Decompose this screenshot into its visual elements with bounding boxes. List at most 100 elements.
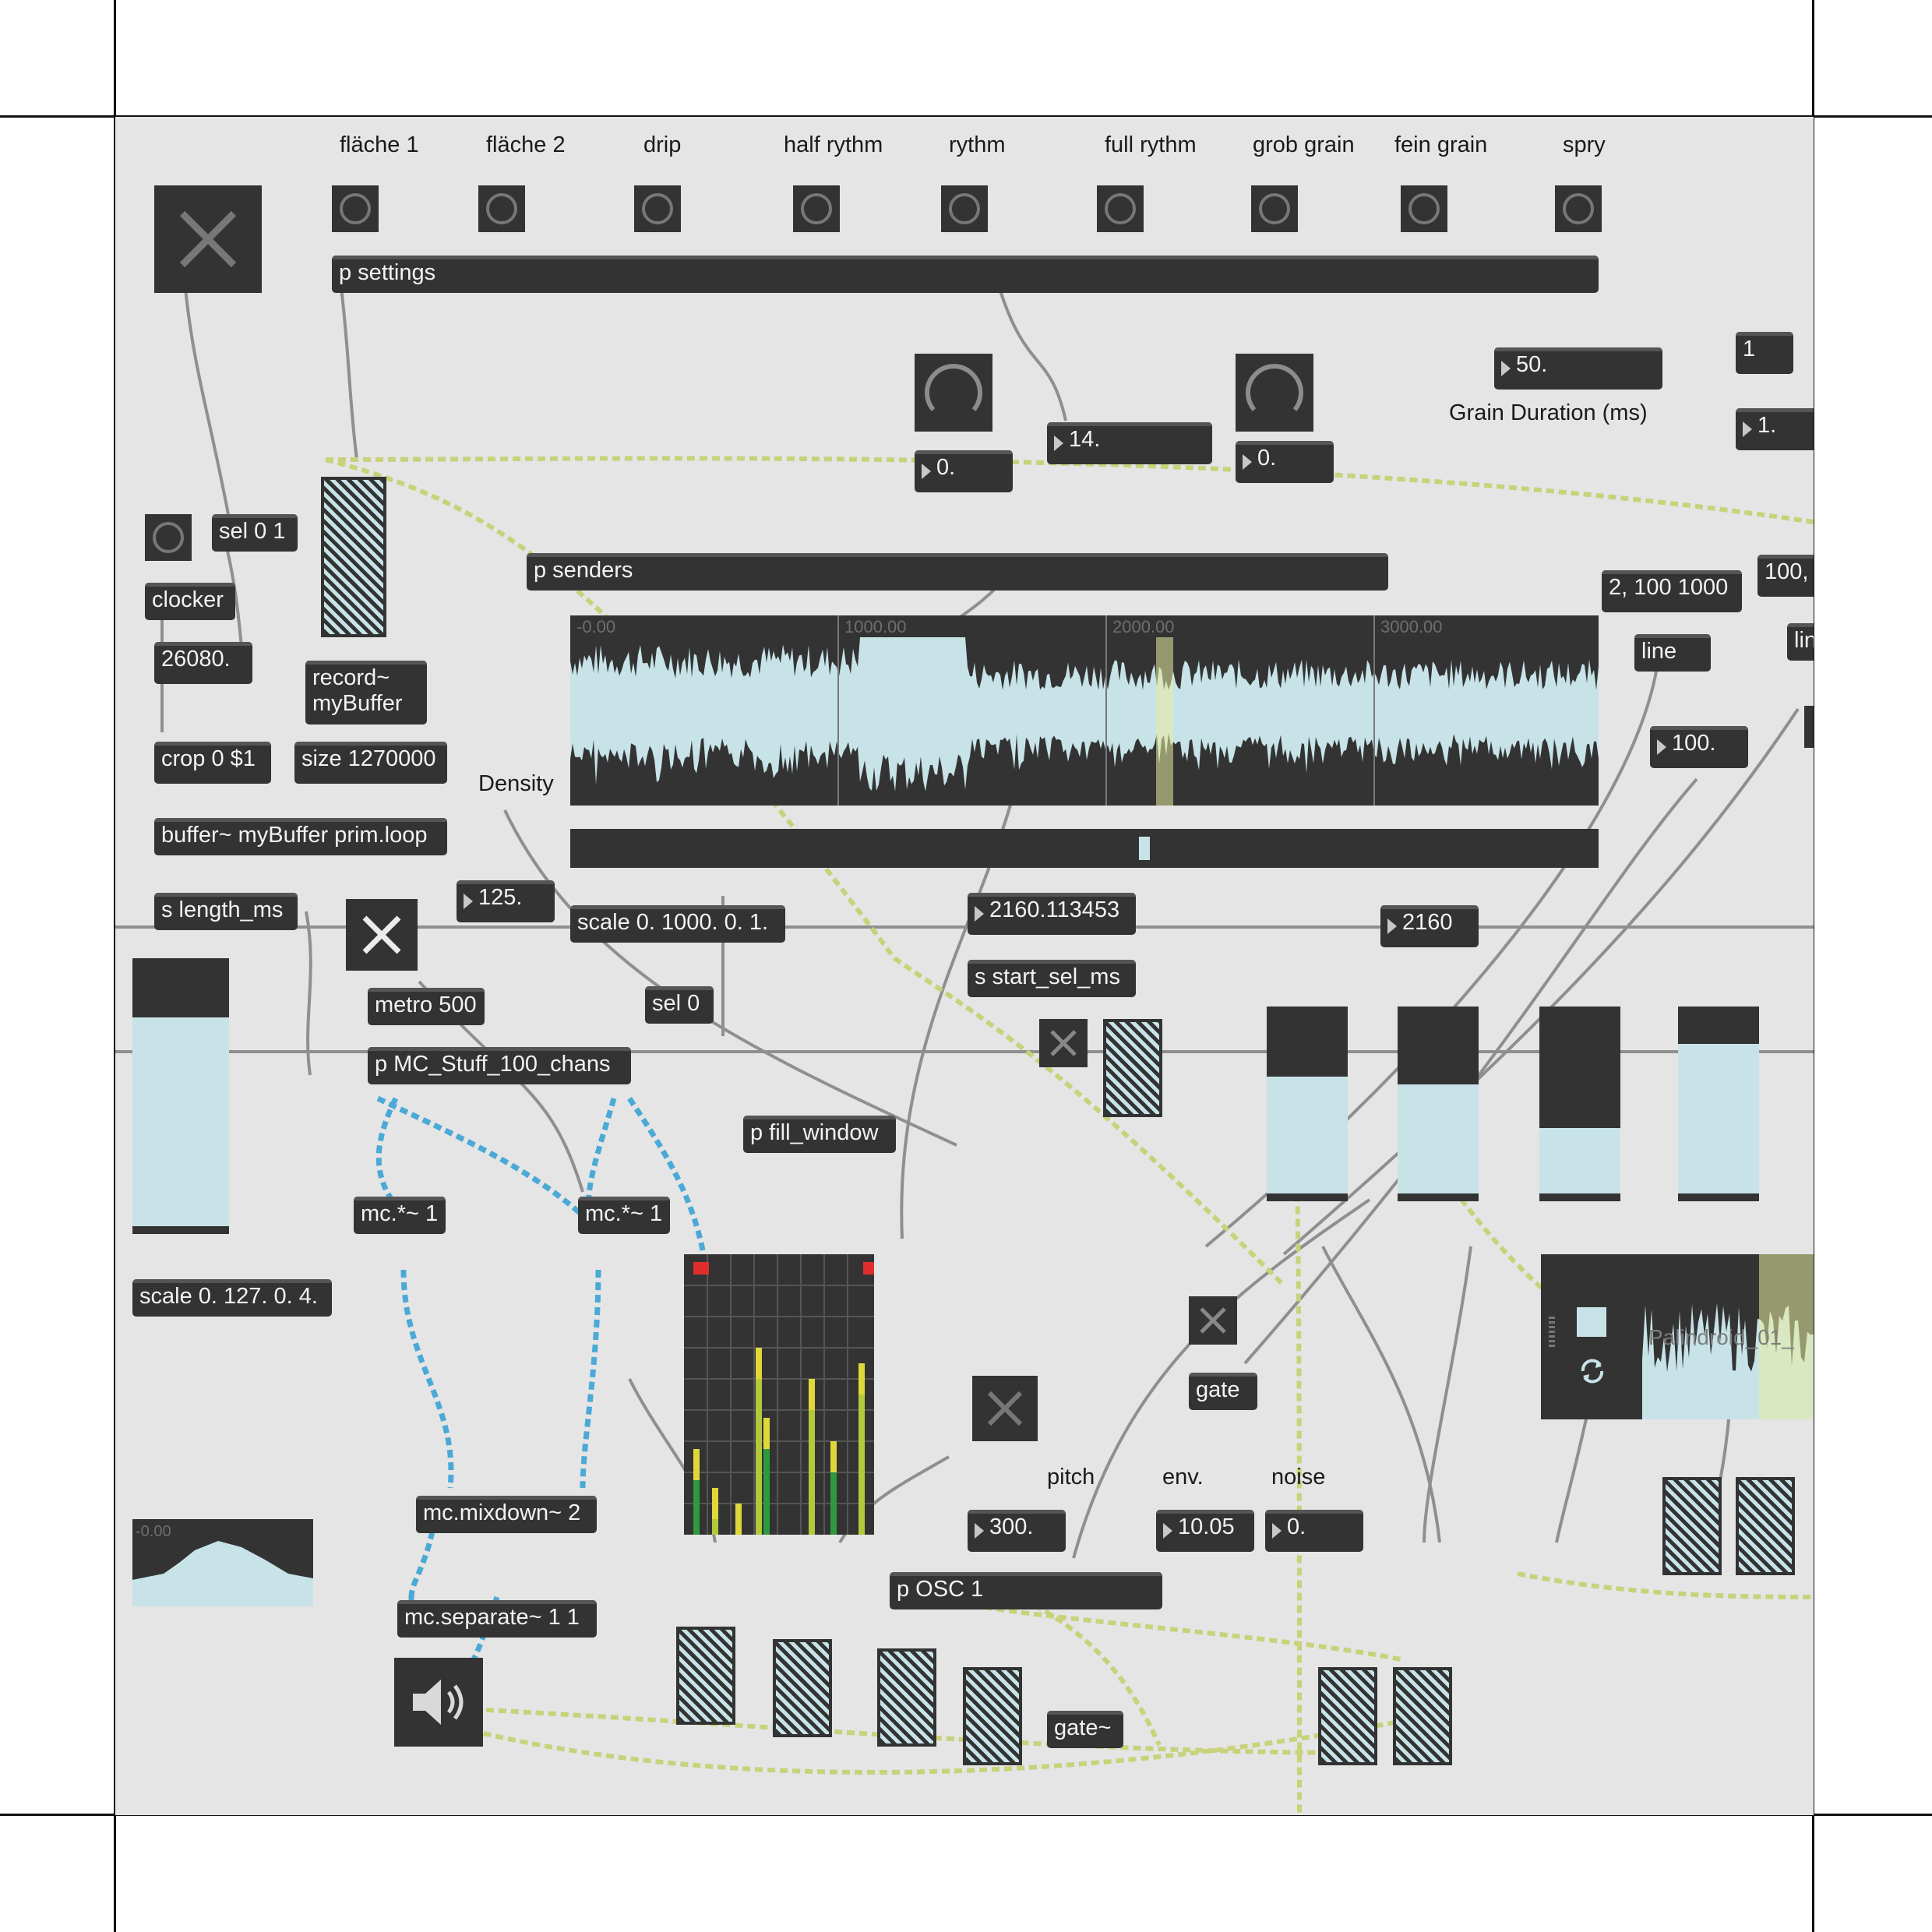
gate-signal[interactable]: gate~ <box>1047 1711 1123 1748</box>
message-2-100-1000[interactable]: 2, 100 1000 <box>1602 570 1742 612</box>
gate[interactable]: gate <box>1189 1373 1257 1410</box>
playlist-play-icon[interactable] <box>1577 1307 1606 1337</box>
right-slider-1[interactable] <box>1662 1477 1722 1575</box>
label-full-rythm: full rythm <box>1105 132 1197 157</box>
bottom-slider-5[interactable] <box>1318 1667 1377 1765</box>
speaker-icon <box>413 1680 464 1725</box>
right-edge-object[interactable] <box>1804 706 1814 748</box>
envelope-display[interactable]: -0.00 <box>132 1519 313 1606</box>
dial-arc-icon <box>1246 364 1303 411</box>
buffer-object[interactable]: buffer~ myBuffer prim.loop <box>154 818 447 855</box>
number-box-0-left[interactable]: 0. <box>915 450 1013 492</box>
number-100[interactable]: 100. <box>1650 726 1748 768</box>
label-flaeche-1: fläche 1 <box>340 132 419 157</box>
main-toggle[interactable] <box>154 185 262 293</box>
number-box-0-right[interactable]: 0. <box>1236 441 1334 483</box>
grain-slider-4[interactable] <box>1678 1007 1759 1201</box>
small-hatched-slider[interactable] <box>1103 1019 1162 1117</box>
grain-slider-3[interactable] <box>1539 1007 1620 1201</box>
label-pitch: pitch <box>1047 1465 1095 1490</box>
sel-0[interactable]: sel 0 <box>645 986 714 1024</box>
bottom-slider-4[interactable] <box>963 1667 1022 1765</box>
p-fill-window[interactable]: p fill_window <box>743 1116 896 1153</box>
position-slider[interactable] <box>570 829 1599 868</box>
bottom-slider-3[interactable] <box>877 1648 936 1747</box>
p-senders[interactable]: p senders <box>527 553 1388 591</box>
right-slider-2[interactable] <box>1736 1477 1795 1575</box>
frame-line-top <box>0 115 1932 118</box>
playlist-object[interactable]: Palindroid_01_ <box>1541 1254 1814 1419</box>
clocker[interactable]: clocker <box>145 583 235 620</box>
waveform-display[interactable]: -0.00 1000.00 2000.00 3000.00 <box>570 615 1599 806</box>
number-box-14[interactable]: 14. <box>1047 422 1212 464</box>
grain-slider-2[interactable] <box>1398 1007 1479 1201</box>
size-message[interactable]: size 1270000 <box>294 742 447 784</box>
sel-0-1[interactable]: sel 0 1 <box>212 514 298 552</box>
crop-message[interactable]: crop 0 $1 <box>154 742 271 784</box>
level-slider-left[interactable] <box>132 958 229 1234</box>
small-toggle-top[interactable] <box>1039 1019 1088 1067</box>
dial-right[interactable] <box>1236 354 1313 432</box>
message-100[interactable]: 100, <box>1757 555 1814 597</box>
label-noise: noise <box>1271 1465 1326 1490</box>
number-pitch[interactable]: 300. <box>968 1510 1066 1552</box>
osc-toggle[interactable] <box>972 1376 1038 1441</box>
bottom-slider-2[interactable] <box>773 1639 832 1737</box>
button-half-rythm[interactable] <box>793 185 840 232</box>
mc-mult-1-left[interactable]: mc.*~ 1 <box>354 1197 446 1234</box>
p-settings[interactable]: p settings <box>332 256 1599 293</box>
toggle-x-icon <box>362 915 401 954</box>
record-level-slider[interactable] <box>321 477 386 637</box>
button-flaeche-2[interactable] <box>478 185 525 232</box>
button-clocker[interactable] <box>145 514 192 561</box>
gate-toggle[interactable] <box>1189 1296 1237 1345</box>
mc-separate[interactable]: mc.separate~ 1 1 <box>397 1600 597 1638</box>
grain-slider-1[interactable] <box>1267 1007 1348 1201</box>
button-grob-grain[interactable] <box>1251 185 1298 232</box>
p-osc-1[interactable]: p OSC 1 <box>890 1572 1162 1609</box>
s-start-sel-ms[interactable]: s start_sel_ms <box>968 960 1136 997</box>
button-circle-icon <box>340 193 371 224</box>
button-rythm[interactable] <box>941 185 988 232</box>
ruler-2000: 2000.00 <box>1112 617 1175 636</box>
bottom-slider-6[interactable] <box>1393 1667 1452 1765</box>
line-object-2[interactable]: lin <box>1787 623 1814 661</box>
button-circle-icon <box>1563 193 1594 224</box>
scale-0-127[interactable]: scale 0. 127. 0. 4. <box>132 1279 332 1317</box>
dial-left[interactable] <box>915 354 992 432</box>
number-env[interactable]: 10.05 <box>1156 1510 1254 1552</box>
s-length-ms[interactable]: s length_ms <box>154 893 298 930</box>
message-1[interactable]: 1 <box>1736 332 1793 374</box>
number-box-grain-duration[interactable]: 50. <box>1494 347 1662 390</box>
mc-mixdown-2[interactable]: mc.mixdown~ 2 <box>416 1496 597 1533</box>
number-125[interactable]: 125. <box>457 880 555 922</box>
scale-0-1000[interactable]: scale 0. 1000. 0. 1. <box>570 905 785 943</box>
multichannel-meter <box>684 1254 874 1535</box>
label-spry: spry <box>1563 132 1606 157</box>
metro-500[interactable]: metro 500 <box>368 988 485 1025</box>
playlist-handle[interactable] <box>1549 1317 1555 1348</box>
button-drip[interactable] <box>634 185 681 232</box>
number-2160-int[interactable]: 2160 <box>1380 905 1479 947</box>
button-fein-grain[interactable] <box>1401 185 1447 232</box>
button-flaeche-1[interactable] <box>332 185 379 232</box>
metro-toggle[interactable] <box>346 899 418 971</box>
record-mybuffer[interactable]: record~ myBuffer <box>305 661 427 724</box>
mc-mult-1-right[interactable]: mc.*~ 1 <box>578 1197 670 1234</box>
line-object[interactable]: line <box>1634 634 1711 672</box>
ezdac-button[interactable] <box>394 1658 483 1747</box>
toggle-x-icon <box>1200 1307 1226 1334</box>
position-slider-knob[interactable] <box>1139 837 1150 860</box>
number-noise[interactable]: 0. <box>1265 1510 1363 1552</box>
bottom-slider-1[interactable] <box>676 1627 735 1725</box>
number-2160-float[interactable]: 2160.113453 <box>968 893 1136 935</box>
button-spry[interactable] <box>1555 185 1602 232</box>
number-26080[interactable]: 26080. <box>154 642 252 684</box>
button-circle-icon <box>1259 193 1290 224</box>
button-full-rythm[interactable] <box>1097 185 1144 232</box>
patcher-canvas[interactable]: fläche 1 fläche 2 drip half rythm rythm … <box>115 117 1814 1815</box>
label-grob-grain: grob grain <box>1253 132 1355 157</box>
p-mc-stuff[interactable]: p MC_Stuff_100_chans <box>368 1047 631 1084</box>
playlist-loop-icon[interactable] <box>1575 1354 1609 1388</box>
number-box-1[interactable]: 1. <box>1736 408 1814 450</box>
